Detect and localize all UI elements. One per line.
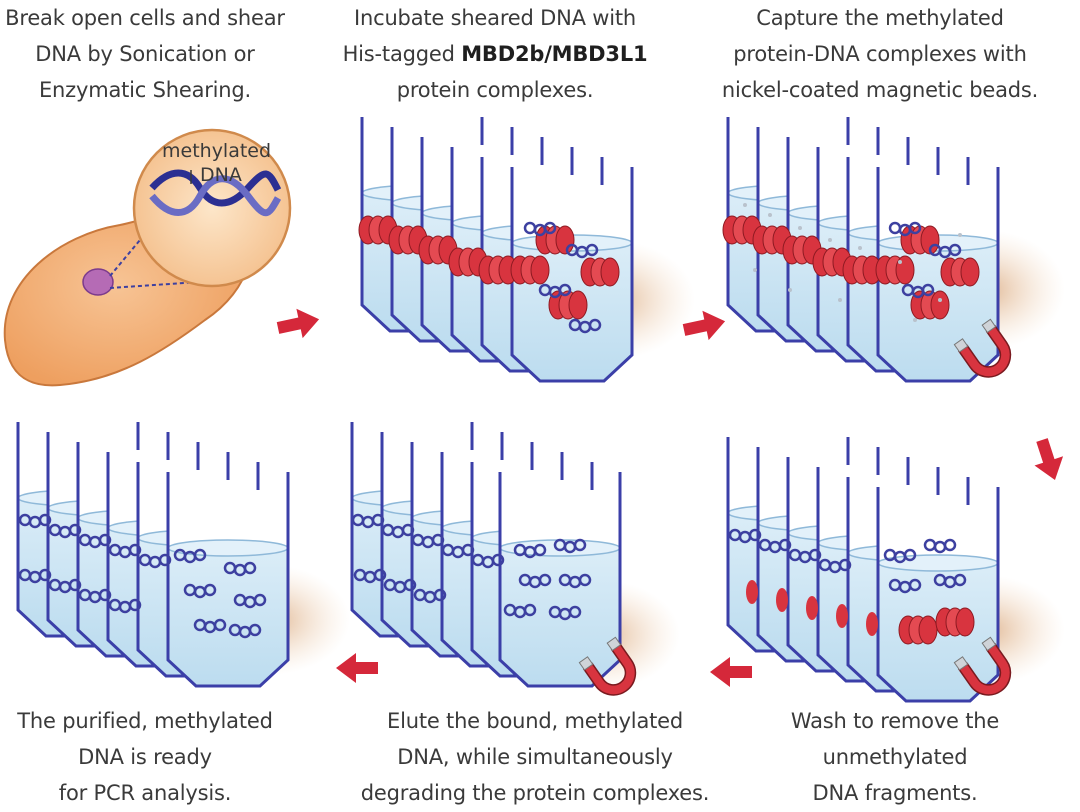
tube-rack-step3 (722, 115, 1000, 383)
arrow-icon (336, 653, 378, 683)
step1-line1: Break open cells and shear (5, 6, 285, 30)
step6-line1: The purified, methylated (17, 709, 273, 733)
step2-line1: Incubate sheared DNA with (354, 6, 636, 30)
step5-line2: DNA, while simultaneously (397, 745, 673, 769)
arrow-icon (710, 657, 752, 687)
dna-label: DNA (200, 164, 242, 186)
step2-caption: Incubate sheared DNA with His-tagged MBD… (330, 0, 660, 108)
step5-line1: Elute the bound, methylated (387, 709, 683, 733)
step1-line2: DNA by Sonication or (35, 42, 255, 66)
step3-line1: Capture the methylated (756, 6, 1004, 30)
cell-icon (3, 128, 292, 387)
step2-protein-name: MBD2b/MBD3L1 (461, 42, 648, 66)
dna-helix-icon (149, 169, 282, 217)
step2-line2-prefix: His-tagged (342, 42, 462, 66)
step6-line2: DNA is ready (78, 745, 212, 769)
step5-caption: Elute the bound, methylated DNA, while s… (350, 703, 720, 811)
arrow-icon (1027, 435, 1070, 485)
methylated-label: methylated (162, 140, 271, 162)
step6-caption: The purified, methylated DNA is ready fo… (0, 703, 290, 811)
step3-caption: Capture the methylated protein-DNA compl… (690, 0, 1070, 108)
step1-caption: Break open cells and shear DNA by Sonica… (0, 0, 290, 108)
step6-line3: for PCR analysis. (58, 781, 232, 805)
step3-line2: protein-DNA complexes with (733, 42, 1027, 66)
step2-line3: protein complexes. (396, 78, 594, 102)
step3-line3: nickel-coated magnetic beads. (721, 78, 1039, 102)
tube-rack-step2 (358, 115, 634, 383)
tube-rack-step5 (350, 420, 622, 688)
step1-line3: Enzymatic Shearing. (38, 78, 252, 102)
step5-line3: degrading the protein complexes. (360, 781, 710, 805)
step4-line3: DNA fragments. (812, 781, 978, 805)
step2-line2: His-tagged MBD2b/MBD3L1 (330, 36, 660, 72)
step4-caption: Wash to remove the unmethylated DNA frag… (770, 703, 1020, 811)
step4-line2: unmethylated (822, 745, 968, 769)
tube-rack-step6 (16, 420, 290, 688)
step4-line1: Wash to remove the (790, 709, 1000, 733)
tube-rack-step4 (726, 435, 1000, 703)
arrow-icon (274, 304, 323, 343)
